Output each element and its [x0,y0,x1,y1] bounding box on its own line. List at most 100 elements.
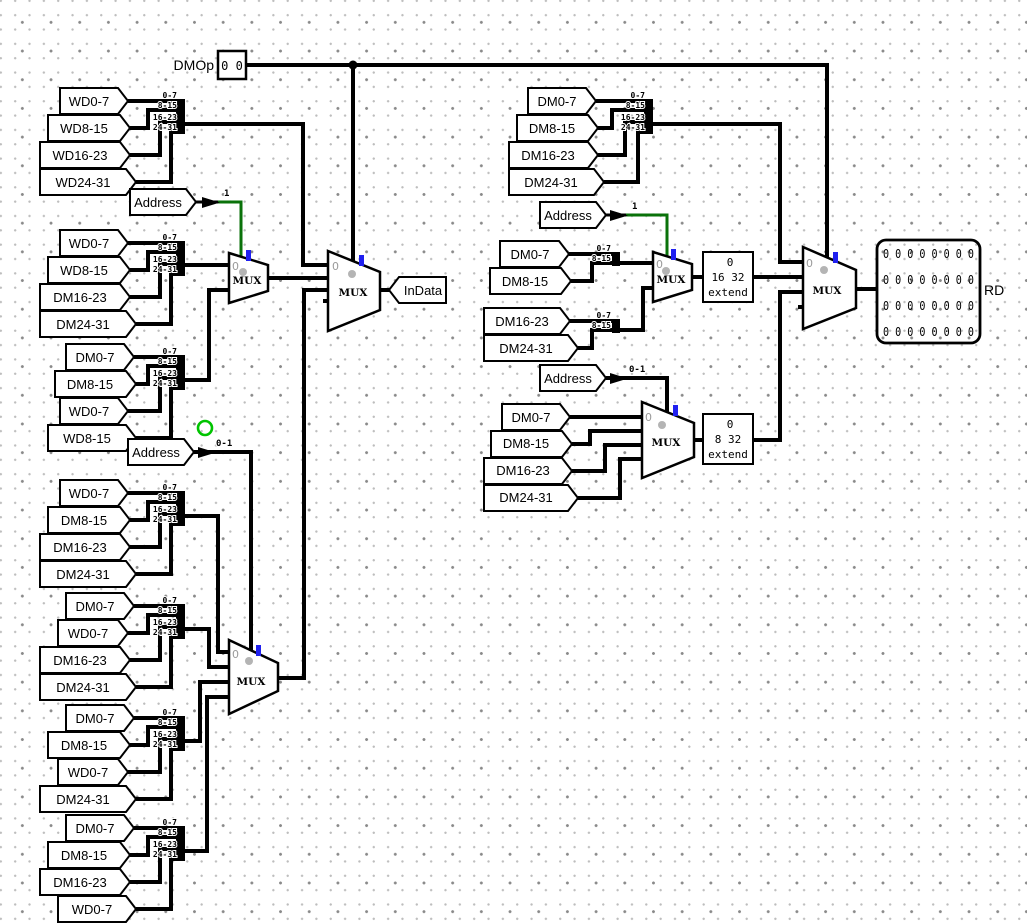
tunnel-dm0-7[interactable] [527,87,598,115]
tunnel-indata[interactable] [387,276,447,304]
tunnel-wd0-7[interactable] [57,895,138,923]
select-dot [348,270,356,278]
tunnel-dm0-7[interactable] [499,240,571,268]
extender-value: 0 [727,256,734,269]
tunnel-label: WD0-7 [69,486,109,501]
split-range-label: 24-31 [153,740,177,749]
splitter-spine[interactable] [176,604,185,639]
mux-body[interactable] [801,245,858,331]
tunnel-address-e[interactable] [539,364,608,392]
tunnel-dm0-7[interactable] [65,343,136,371]
tunnel-group-7: DM0-7 DM8-15 DM16-23 WD0-7 0-7 8-15 16-2… [39,814,178,923]
tunnel-dm16-23[interactable] [483,307,572,335]
address-splitter-arrow[interactable] [610,373,628,384]
tunnel-address-b[interactable] [127,438,196,466]
extender-box[interactable] [702,251,754,303]
tunnel-dm8-15[interactable] [490,430,574,458]
tunnel-dm0-7[interactable] [65,704,136,732]
tunnel-dm16-23[interactable] [39,646,132,674]
splitter-spines[interactable] [176,99,653,861]
tunnel-dm8-15[interactable] [47,506,132,534]
split-range-label: 8-15 [158,101,177,110]
splitter-spine[interactable] [612,319,620,333]
tunnel-wd0-7[interactable] [57,758,130,786]
tunnel-label: DM8-15 [61,848,107,863]
tunnel-wd0-7[interactable] [59,479,130,507]
mux-b: 0 MUX [227,638,280,716]
tunnel-dm0-7[interactable] [65,592,136,620]
tunnel-dm0-7[interactable] [501,403,572,431]
tunnel-wd8-15[interactable] [47,256,132,284]
tunnel-dm24-31[interactable] [39,310,138,338]
mux-body[interactable] [227,251,270,305]
tunnel-dm16-23[interactable] [39,868,132,896]
splitter-spine[interactable] [176,826,185,861]
tunnel-dm8-15[interactable] [489,267,573,295]
address-splitter-arrow[interactable] [198,447,216,458]
split-range-label: 0-7 [597,311,612,320]
split-range-label: 8-15 [158,718,177,727]
splitter-spine[interactable] [644,99,653,134]
tunnel-label: DM24-31 [56,317,109,332]
tunnel-dm24-31[interactable] [483,484,580,512]
tunnel-label: WD0-7 [68,626,108,641]
tunnel-wd0-7[interactable] [59,229,130,257]
tunnel-address-a[interactable] [129,188,198,216]
wire-group4-to-muxB [183,514,229,654]
splitter-spine[interactable] [176,241,185,276]
tunnel-dm16-23[interactable] [39,283,132,311]
extender-box[interactable] [702,413,754,465]
tunnel-dm8-15[interactable] [47,841,132,869]
address-splitter-arrow[interactable] [202,197,220,208]
splitter-spine[interactable] [176,491,185,526]
tunnel-label: DM8-15 [67,377,113,392]
tunnel-label: WD0-7 [72,902,112,917]
tunnel-label: InData [404,283,443,298]
address-splitters[interactable] [198,197,628,458]
splitter-legs-group4 [128,491,178,576]
tunnel-dm24-31[interactable] [39,785,138,813]
split-range-label: 0-7 [597,244,612,253]
wire-pairlo-to-muxD [618,286,653,332]
tunnel-wd8-15[interactable] [47,114,132,142]
tunnel-dm24-31[interactable] [39,673,138,701]
tunnel-dm24-31[interactable] [508,168,606,196]
tunnel-address-d[interactable] [539,201,608,229]
splitter-spine[interactable] [612,252,620,266]
wire-dmbyte-in3 [578,457,642,500]
tunnel-wd0-7[interactable] [59,87,130,115]
tunnel-dm8-15[interactable] [54,370,138,398]
dmop-pin-label: DMOp [174,57,215,73]
tunnel-dm16-23[interactable] [508,141,600,169]
splitter-spine[interactable] [176,99,185,134]
splitter-spine[interactable] [176,355,185,390]
dmop-pin-box[interactable] [216,49,248,81]
address-splitter-arrow[interactable] [610,210,628,221]
splitter-spine[interactable] [176,716,185,751]
tunnel-wd16-23[interactable] [39,141,132,169]
tunnel-dm16-23[interactable] [483,457,574,485]
mux-input0-label: 0 [232,260,239,273]
tunnel-dm16-23[interactable] [39,533,132,561]
mux-body[interactable] [651,250,694,304]
tunnel-wd0-7[interactable] [57,619,130,647]
select-tick [256,645,261,656]
probe-ring[interactable] [196,419,214,437]
mux-input0-label: 0 [656,258,663,271]
tunnel-dm24-31[interactable] [483,334,580,362]
wire-extend8-to-muxF [753,290,803,442]
split-range-label: 16-23 [153,255,177,264]
splitter-legs-pairlo [570,319,614,350]
tunnel-label: Address [132,445,180,460]
rd-pin-box[interactable] [875,238,982,345]
tunnel-dm8-15[interactable] [516,114,600,142]
mux-body[interactable] [227,638,280,716]
tunnel-dm0-7[interactable] [65,814,136,842]
tunnel-group-6: DM0-7 DM8-15 WD0-7 DM24-31 0-7 8-15 16-2… [39,704,178,813]
tunnel-dm8-15[interactable] [47,731,132,759]
split-range-label: 8-15 [158,243,177,252]
tunnel-wd0-7[interactable] [59,397,130,425]
tunnel-dm24-31[interactable] [39,560,138,588]
split-range-label: 0-7 [163,347,178,356]
dmop-pin-value: 0 0 [221,59,243,73]
